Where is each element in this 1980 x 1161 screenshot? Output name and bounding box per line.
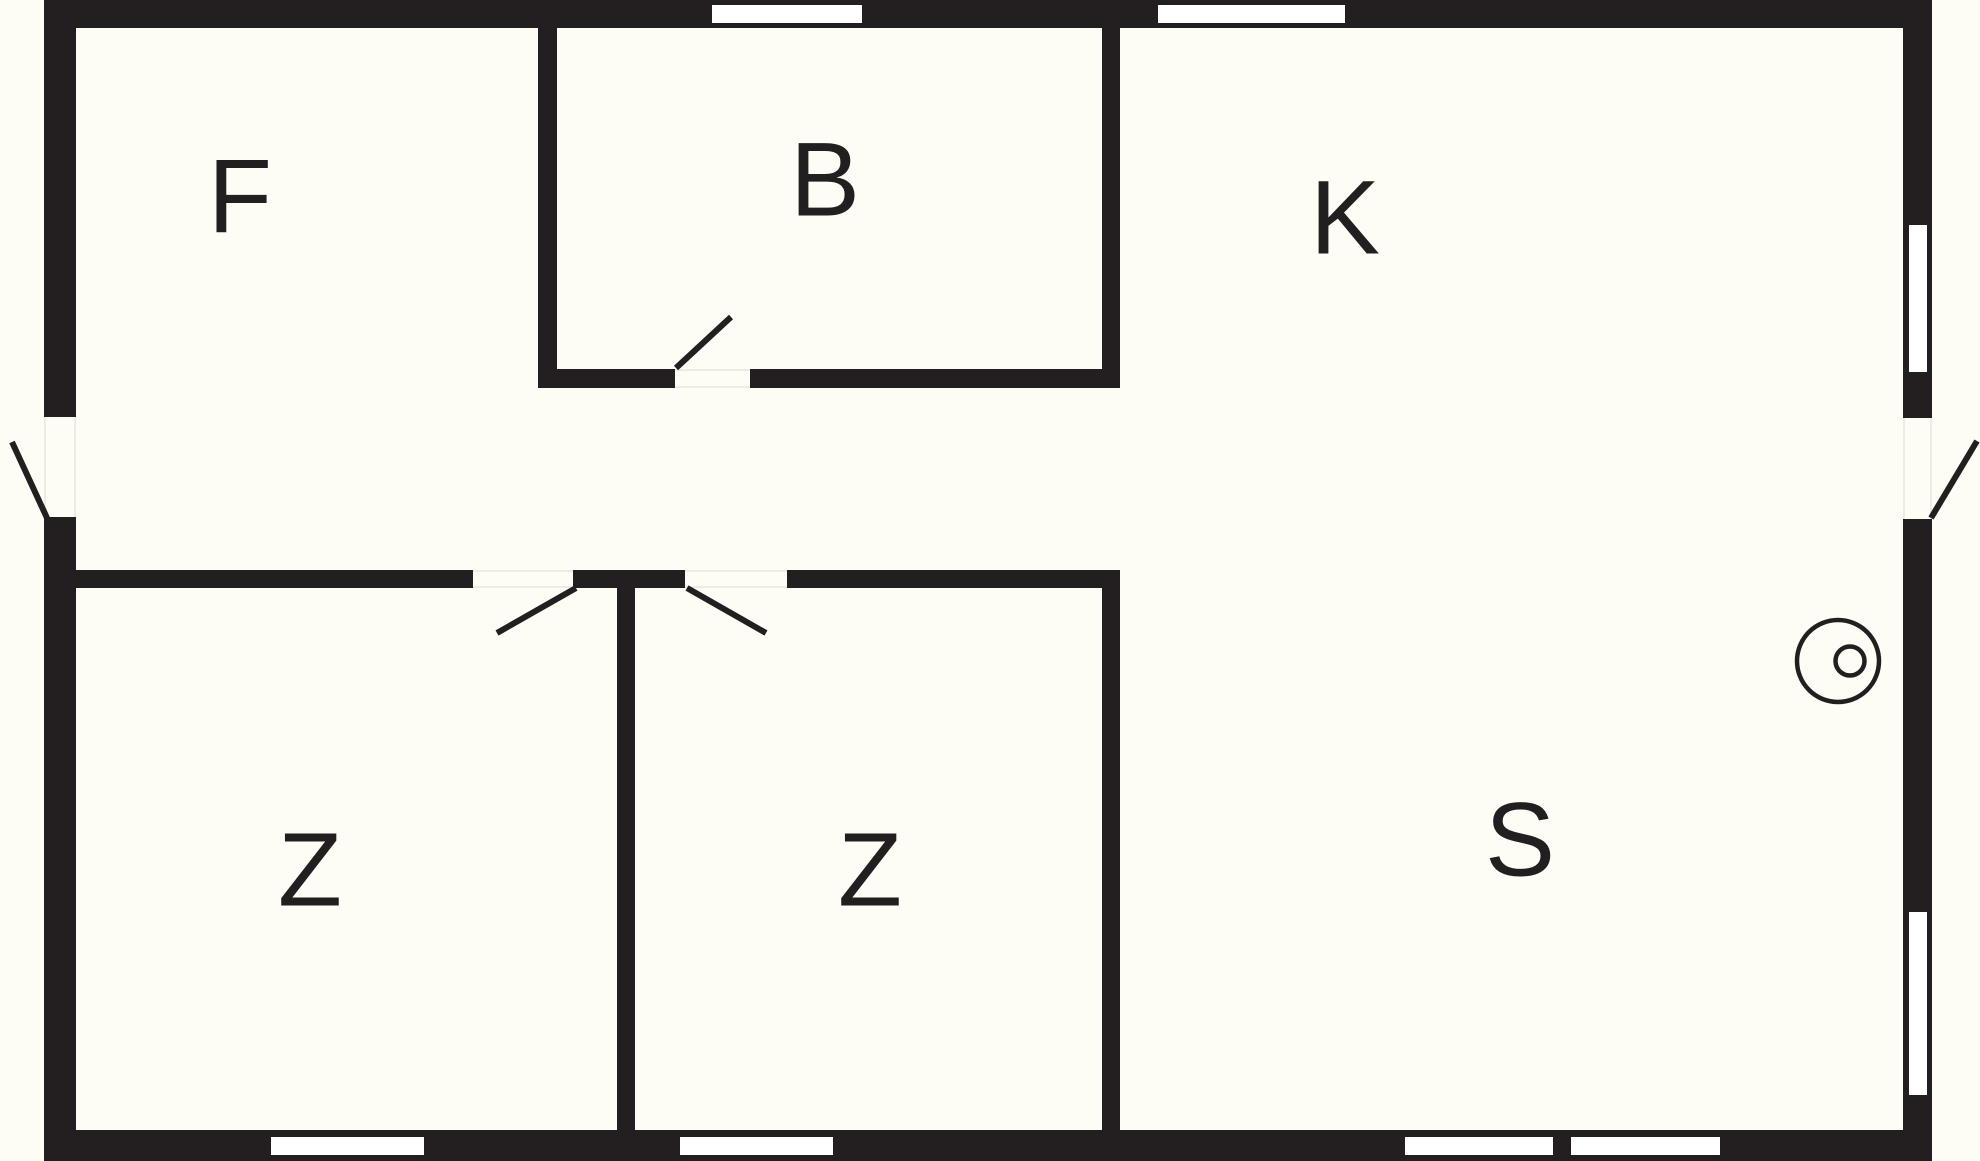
stove-outer-circle-icon	[1794, 617, 1882, 705]
swing-door-z1	[495, 585, 578, 636]
wall-b-south	[538, 369, 1120, 388]
wall-z1-z2	[617, 570, 635, 1130]
room-label-k-2: K	[1310, 160, 1380, 277]
entry-door-left-opening	[44, 417, 76, 517]
door-z1-opening	[473, 570, 573, 588]
wall-f-b	[538, 28, 557, 388]
wall-b-k	[1102, 28, 1120, 388]
room-label-z-4: Z	[838, 812, 902, 929]
window-top-b	[712, 5, 862, 23]
door-b-opening	[675, 369, 750, 388]
top-wall	[44, 0, 1932, 28]
stove-inner-circle-icon	[1833, 644, 1867, 678]
window-right-lower	[1909, 912, 1927, 1095]
room-label-z-3: Z	[278, 812, 342, 929]
swing-entry-right	[1928, 439, 1980, 520]
swing-door-z2	[685, 585, 768, 636]
room-label-b-1: B	[790, 122, 860, 239]
left-wall	[44, 0, 76, 1161]
swing-door-b	[673, 314, 734, 371]
room-label-s-5: S	[1485, 782, 1555, 899]
room-label-f-0: F	[208, 139, 272, 256]
window-top-k	[1158, 5, 1345, 23]
swing-entry-left	[9, 440, 50, 520]
wall-corridor-south	[76, 570, 1120, 588]
wall-z2-s	[1102, 570, 1120, 1130]
window-bottom-z1	[271, 1137, 424, 1155]
door-z2-opening	[685, 570, 787, 588]
entry-door-right-opening	[1903, 418, 1932, 519]
window-bottom-s1	[1405, 1137, 1553, 1155]
window-bottom-z2	[680, 1137, 833, 1155]
window-bottom-s2	[1571, 1137, 1720, 1155]
window-right-upper	[1909, 225, 1927, 372]
